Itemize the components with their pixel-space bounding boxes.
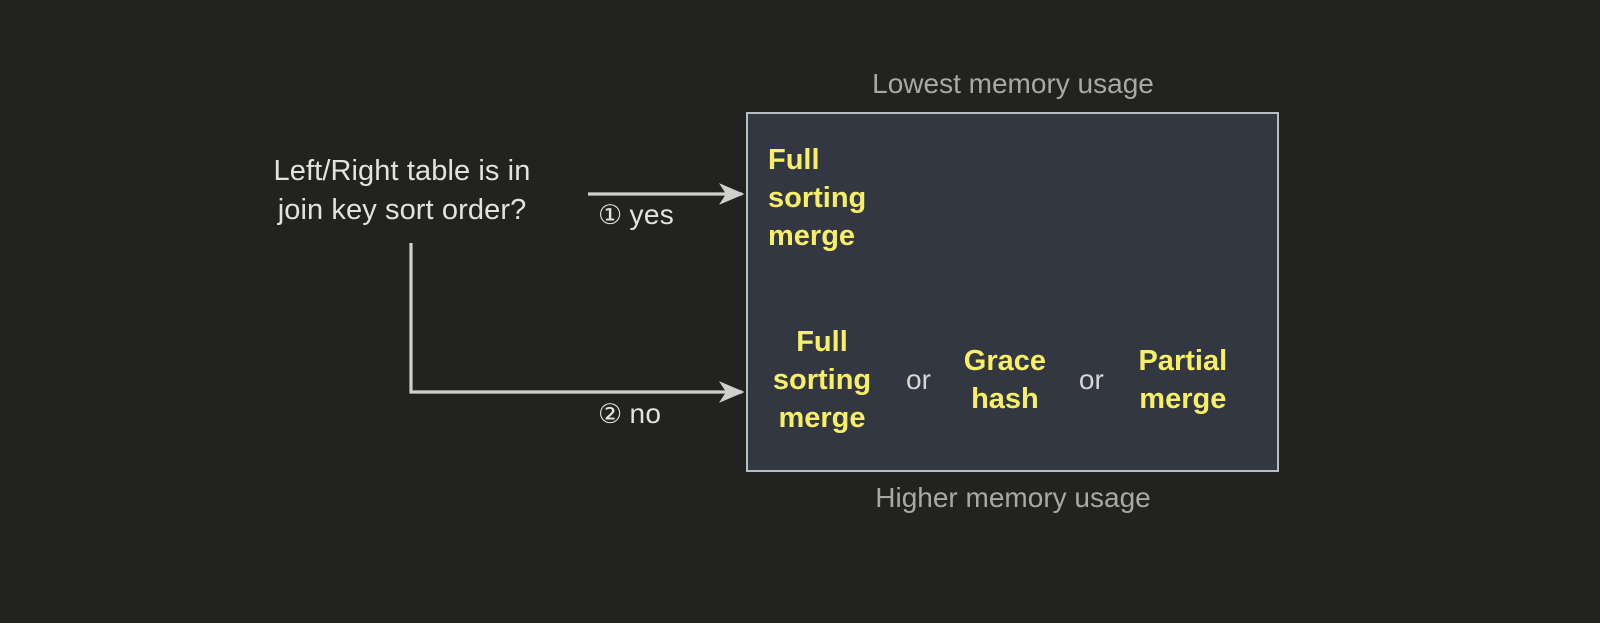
option-line: Grace	[963, 344, 1047, 377]
option-line: sorting	[772, 363, 872, 396]
option-line: Full	[796, 325, 848, 358]
strategy-box: Full sorting merge Full sorting merge or…	[746, 112, 1279, 472]
decision-question: Left/Right table is in join key sort ord…	[232, 152, 572, 229]
option-line: sorting	[768, 181, 867, 214]
higher-memory-caption: Higher memory usage	[875, 482, 1151, 513]
option-line: Full	[768, 143, 820, 176]
option-partial-merge: Partial merge	[1122, 342, 1244, 419]
option-line: merge	[778, 402, 866, 435]
option-line: Partial	[1138, 344, 1228, 377]
or-separator-1: or	[906, 364, 931, 395]
unsorted-result-row: Full sorting merge or Grace hash or Part…	[748, 310, 1281, 450]
circled-number-2-icon: ②	[598, 399, 623, 430]
option-grace-hash: Grace hash	[949, 342, 1061, 419]
no-elbow-arrow	[409, 243, 745, 403]
option-line: merge	[768, 220, 856, 253]
option-full-sorting-merge-sorted: Full sorting merge	[756, 141, 866, 256]
option-line: hash	[971, 383, 1039, 415]
lowest-memory-caption: Lowest memory usage	[872, 68, 1154, 99]
option-full-sorting-merge-unsorted: Full sorting merge	[756, 323, 888, 438]
sorted-result-row: Full sorting merge	[748, 128, 1281, 268]
or-separator-2: or	[1078, 364, 1104, 395]
question-line-2: join key sort order?	[277, 193, 527, 226]
circled-number-1-icon: ①	[598, 200, 623, 231]
no-text: no	[629, 398, 662, 429]
question-line-1: Left/Right table is in	[273, 155, 531, 187]
option-line: merge	[1139, 383, 1227, 415]
yes-text: yes	[629, 199, 674, 230]
